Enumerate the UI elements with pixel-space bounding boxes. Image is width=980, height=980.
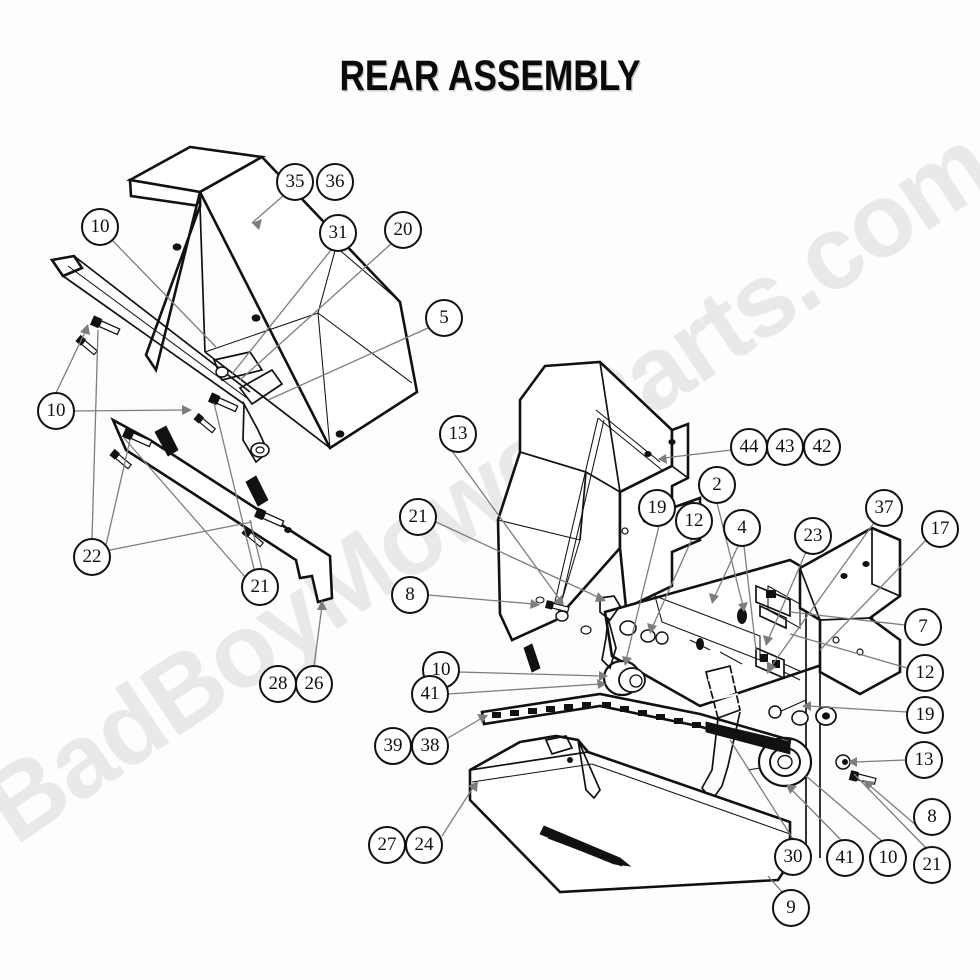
callout-bubble-44[interactable]: 44: [730, 428, 768, 466]
callout-bubble-43[interactable]: 43: [766, 428, 804, 466]
callout-bubble-12[interactable]: 12: [675, 502, 713, 540]
callout-bubble-21[interactable]: 21: [399, 498, 437, 536]
lower-deflector-guard: [468, 734, 792, 894]
callout-bubble-21[interactable]: 21: [241, 568, 279, 606]
callout-bubble-35[interactable]: 35: [276, 163, 314, 201]
callout-bubble-30[interactable]: 30: [774, 838, 812, 876]
callout-bubble-23[interactable]: 23: [794, 517, 832, 555]
callout-bubble-8[interactable]: 8: [913, 798, 951, 836]
callout-bubble-10[interactable]: 10: [37, 392, 75, 430]
callout-bubble-28[interactable]: 28: [259, 665, 297, 703]
callout-bubble-38[interactable]: 38: [411, 727, 449, 765]
callout-bubble-41[interactable]: 41: [411, 675, 449, 713]
bracket-hardware: [696, 584, 803, 681]
callout-bubble-21[interactable]: 21: [913, 846, 951, 884]
callout-bubble-17[interactable]: 17: [921, 510, 959, 548]
bearing-hub: [757, 705, 877, 788]
leader-lines: [55, 195, 929, 893]
callout-bubble-13[interactable]: 13: [905, 741, 943, 779]
callout-bubble-12[interactable]: 12: [906, 654, 944, 692]
callout-bubble-8[interactable]: 8: [391, 576, 429, 614]
callout-bubble-36[interactable]: 36: [316, 163, 354, 201]
callout-bubble-19[interactable]: 19: [906, 696, 944, 734]
callout-bubble-13[interactable]: 13: [439, 415, 477, 453]
callout-bubble-37[interactable]: 37: [865, 489, 903, 527]
callout-bubble-9[interactable]: 9: [772, 889, 810, 927]
rubber-flap: [480, 692, 792, 755]
callout-bubble-22[interactable]: 22: [73, 538, 111, 576]
callout-bubble-5[interactable]: 5: [425, 299, 463, 337]
callout-bubble-10[interactable]: 10: [81, 208, 119, 246]
callout-bubble-27[interactable]: 27: [368, 826, 406, 864]
callout-bubble-7[interactable]: 7: [904, 608, 942, 646]
callout-bubble-42[interactable]: 42: [803, 428, 841, 466]
left-deflector-panel: [110, 417, 334, 604]
chute-small-hardware: [523, 595, 622, 673]
callout-bubble-2[interactable]: 2: [698, 466, 736, 504]
callout-bubble-39[interactable]: 39: [374, 727, 412, 765]
callout-bubble-24[interactable]: 24: [405, 826, 443, 864]
callout-bubble-20[interactable]: 20: [384, 211, 422, 249]
callout-bubble-4[interactable]: 4: [723, 509, 761, 547]
right-bracket-assembly: [747, 526, 902, 871]
callout-bubble-26[interactable]: 26: [295, 665, 333, 703]
callout-bubble-31[interactable]: 31: [319, 214, 357, 252]
roller-spacer: [602, 620, 669, 697]
latch-rod-assembly: [49, 254, 284, 464]
callout-bubble-10[interactable]: 10: [869, 839, 907, 877]
callout-bubble-41[interactable]: 41: [826, 839, 864, 877]
callout-bubble-19[interactable]: 19: [638, 489, 676, 527]
page-title: REAR ASSEMBLY: [339, 52, 641, 100]
